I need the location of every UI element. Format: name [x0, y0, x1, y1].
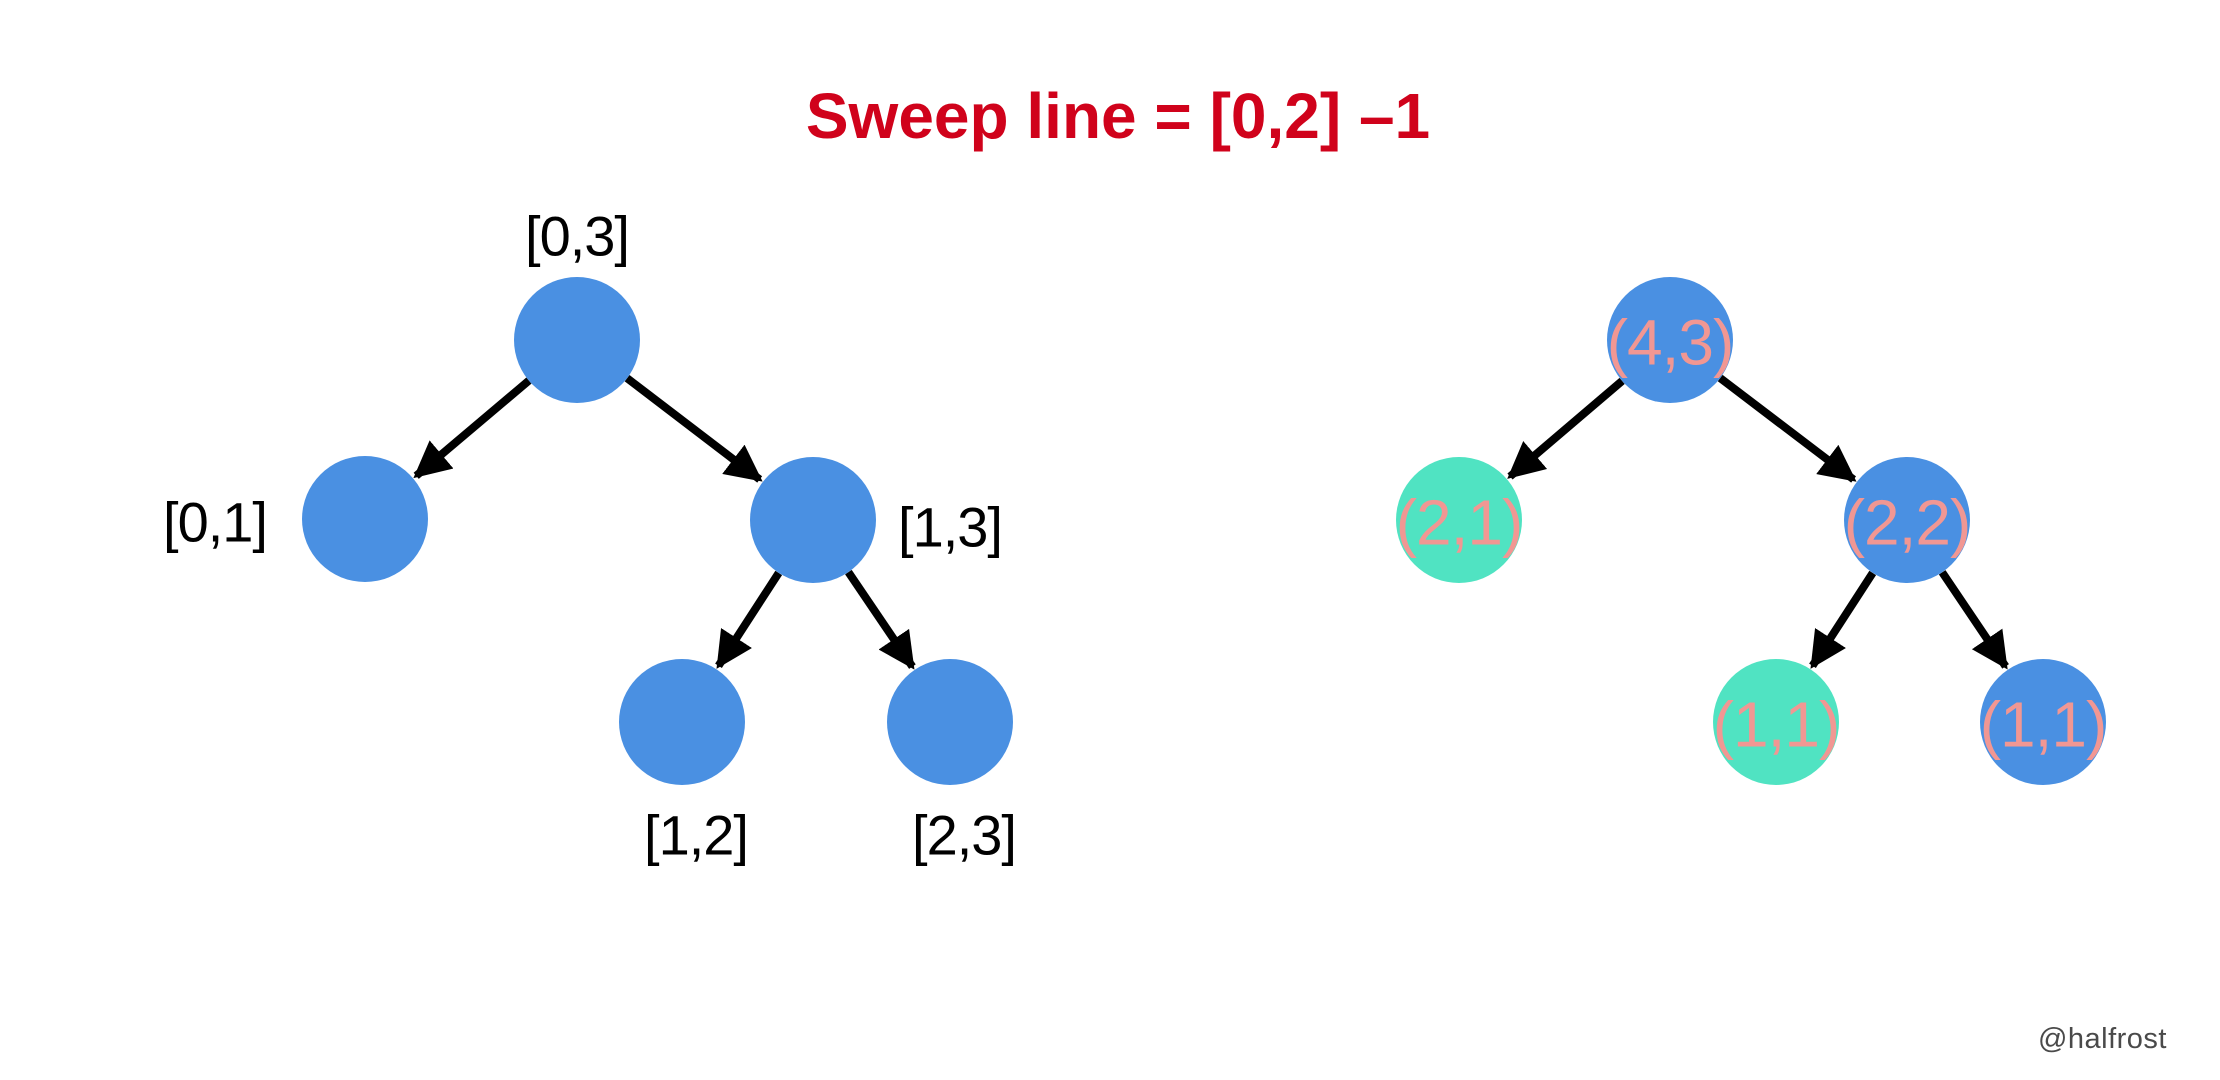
interval-tree-node-1-3	[750, 457, 876, 583]
count-tree-label-2-1: (2,1)	[1396, 486, 1523, 558]
count-tree-node-2-1	[1396, 457, 1522, 583]
edge-arrow-m43-m22	[1717, 374, 1857, 483]
edge-arrow-m22-m11a	[1809, 570, 1877, 669]
count-tree-node-1-1	[1980, 659, 2106, 785]
interval-tree-label-2-3: [2,3]	[912, 804, 1016, 867]
edge-arrow-n03-n01	[413, 377, 532, 479]
nodes-layer	[302, 277, 2106, 785]
interval-tree-node-0-3	[514, 277, 640, 403]
edges-layer	[413, 374, 2009, 670]
edge-arrow-n13-n12	[715, 570, 783, 669]
edge-arrow-n13-n23	[845, 569, 916, 670]
count-tree-label-1-1: (1,1)	[1980, 688, 2107, 760]
sweep-line-title: Sweep line = [0,2] –1	[805, 80, 1431, 152]
interval-tree-node-2-3	[887, 659, 1013, 785]
interval-tree-node-1-2	[619, 659, 745, 785]
watermark: @halfrost	[2037, 1023, 2167, 1055]
count-tree-label-4-3: (4,3)	[1607, 306, 1734, 378]
count-tree-label-2-2: (2,2)	[1844, 486, 1971, 558]
count-tree-label-1-1: (1,1)	[1713, 688, 1840, 760]
count-tree-node-1-1	[1713, 659, 1839, 785]
labels-layer: [0,3] [0,1] [1,3] [1,2] [2,3] (4,3) (2,1) (2,2)…	[163, 205, 2107, 867]
interval-tree-label-1-3: [1,3]	[898, 496, 1002, 559]
interval-tree-node-0-1	[302, 456, 428, 582]
edge-arrow-m22-m11b	[1938, 570, 2009, 670]
count-tree-node-2-2	[1844, 457, 1970, 583]
interval-tree-label-0-3: [0,3]	[525, 205, 629, 268]
interval-tree-label-1-2: [1,2]	[644, 804, 748, 867]
interval-tree-label-0-1: [0,1]	[163, 491, 267, 554]
edge-arrow-m43-m21	[1507, 377, 1625, 480]
edge-arrow-n03-n13	[624, 375, 763, 483]
count-tree-node-4-3	[1607, 277, 1733, 403]
